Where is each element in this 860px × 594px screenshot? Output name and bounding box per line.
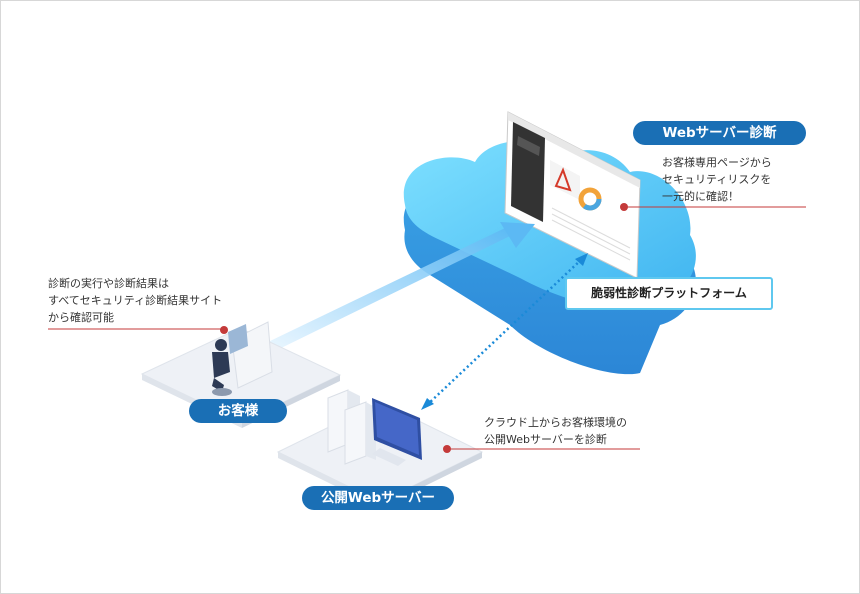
customer-note: 診断の実行や診断結果は すべてセキュリティ診断結果サイト から確認可能 (48, 275, 222, 326)
note-line: から確認可能 (48, 311, 114, 324)
marker-dot (220, 326, 228, 334)
web-diagnosis-note: お客様専用ページから セキュリティリスクを 一元的に確認！ (662, 154, 772, 205)
public-server-label: 公開Webサーバー (302, 486, 454, 510)
note-line: クラウド上からお客様環境の (484, 416, 627, 429)
scan-arrow (421, 253, 588, 410)
web-diagnosis-label: Webサーバー診断 (633, 121, 806, 145)
note-line: 公開Webサーバーを診断 (484, 433, 607, 446)
monitor-icon (228, 324, 248, 354)
note-line: 一元的に確認！ (662, 190, 739, 203)
note-line: セキュリティリスクを (662, 173, 772, 186)
note-line: お客様専用ページから (662, 156, 772, 169)
customer-label: お客様 (189, 399, 287, 423)
marker-dot (620, 203, 628, 211)
note-line: すべてセキュリティ診断結果サイト (48, 294, 223, 307)
server-note: クラウド上からお客様環境の 公開Webサーバーを診断 (484, 414, 627, 448)
platform-label: 脆弱性診断プラットフォーム (565, 277, 773, 310)
person-icon (215, 339, 227, 351)
note-line: 診断の実行や診断結果は (48, 277, 169, 290)
access-arrow (268, 222, 535, 352)
warning-icon (554, 167, 572, 192)
platform-screen (504, 111, 641, 279)
